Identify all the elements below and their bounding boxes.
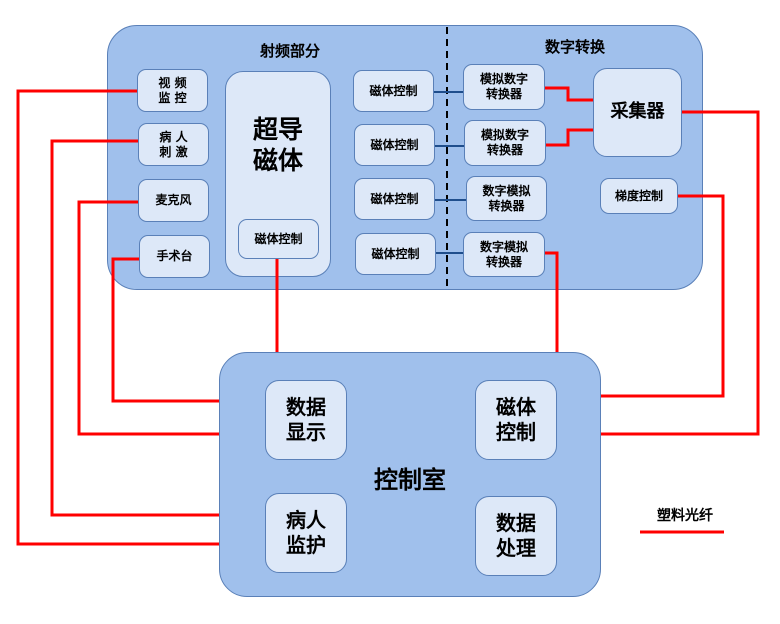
patient-monitor-box[interactable]: 病人 监护: [265, 493, 347, 573]
magnet-control-box-3[interactable]: 磁体控制: [354, 178, 435, 220]
room-magnet-control-label: 磁体 控制: [496, 395, 536, 444]
magnet-control-label-2: 磁体控制: [370, 137, 419, 152]
digital-section-title: 数字转换: [544, 38, 605, 56]
superconducting-magnet-label: 超导 磁体: [252, 115, 303, 176]
video-monitor-box[interactable]: 视 频 监 控: [137, 69, 208, 112]
adc-box-1[interactable]: 模拟数字 转换器: [463, 64, 545, 110]
data-display-label: 数据 显示: [286, 395, 326, 444]
patient-stimulus-box[interactable]: 病 人 刺 激: [138, 123, 209, 166]
gradient-control-label: 梯度控制: [614, 188, 663, 203]
room-magnet-control-box[interactable]: 磁体 控制: [475, 380, 557, 460]
collector-label: 采集器: [610, 101, 665, 123]
dac-box-1[interactable]: 数字模拟 转换器: [466, 176, 547, 221]
adc-label-2: 模拟数字 转换器: [480, 128, 529, 157]
patient-stimulus-label: 病 人 刺 激: [159, 129, 188, 159]
magnet-control-box-4[interactable]: 磁体控制: [355, 233, 436, 275]
adc-label-1: 模拟数字 转换器: [479, 72, 528, 101]
control-room-title: 控制室: [374, 466, 446, 494]
magnet-control-inner-label: 磁体控制: [254, 231, 303, 246]
operating-table-label: 手术台: [156, 249, 193, 263]
collector-box[interactable]: 采集器: [593, 68, 682, 157]
microphone-box[interactable]: 麦克风: [138, 179, 209, 222]
magnet-control-inner-box[interactable]: 磁体控制: [238, 219, 319, 259]
magnet-control-box-2[interactable]: 磁体控制: [354, 124, 435, 166]
data-processing-box[interactable]: 数据 处理: [475, 496, 557, 576]
rf-section-title: 射频部分: [259, 42, 320, 60]
magnet-control-label-1: 磁体控制: [369, 83, 418, 98]
data-display-box[interactable]: 数据 显示: [265, 380, 347, 460]
gradient-control-box[interactable]: 梯度控制: [600, 178, 678, 214]
microphone-label: 麦克风: [155, 193, 192, 207]
magnet-control-label-4: 磁体控制: [371, 246, 420, 261]
dac-label-2: 数字模拟 转换器: [479, 239, 528, 269]
legend-label: 塑料光纤: [657, 508, 713, 524]
operating-table-box[interactable]: 手术台: [139, 235, 210, 278]
dac-box-2[interactable]: 数字模拟 转换器: [463, 232, 545, 277]
video-monitor-label: 视 频 监 控: [158, 75, 187, 105]
data-processing-label: 数据 处理: [496, 511, 536, 560]
magnet-control-box-1[interactable]: 磁体控制: [353, 70, 434, 112]
adc-box-2[interactable]: 模拟数字 转换器: [464, 120, 546, 166]
patient-monitor-label: 病人 监护: [286, 508, 326, 557]
magnet-control-label-3: 磁体控制: [370, 191, 419, 206]
dac-label-1: 数字模拟 转换器: [482, 183, 531, 213]
